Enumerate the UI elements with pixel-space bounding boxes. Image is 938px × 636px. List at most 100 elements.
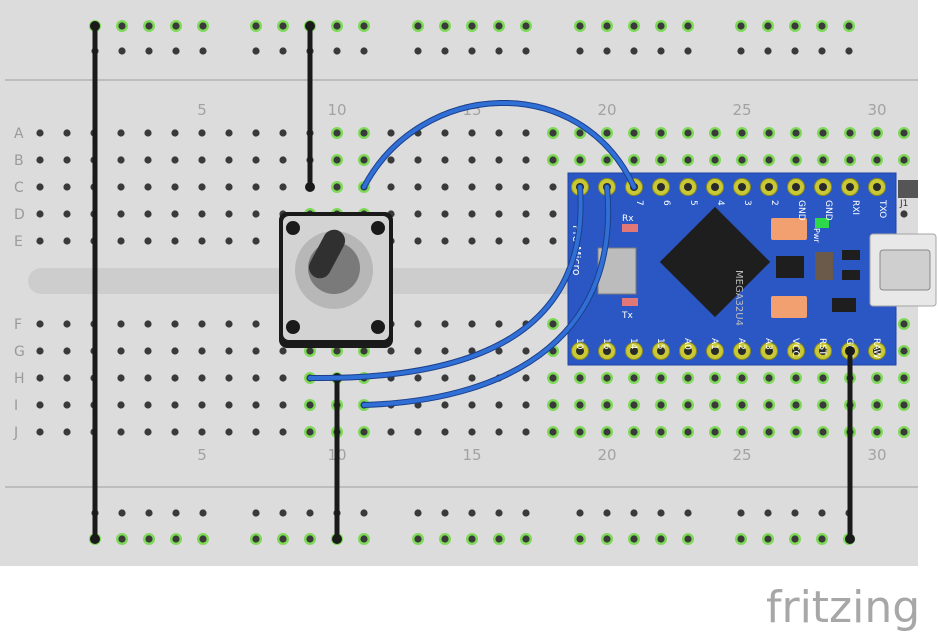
hole bbox=[845, 22, 853, 30]
hole bbox=[549, 320, 557, 328]
chip-label: MEGA32U4 bbox=[733, 270, 744, 326]
hole bbox=[144, 237, 152, 245]
hole bbox=[36, 129, 44, 137]
hole bbox=[792, 374, 800, 382]
hole bbox=[900, 428, 908, 436]
column-number: 15 bbox=[462, 446, 481, 464]
hole bbox=[495, 509, 503, 517]
hole bbox=[387, 129, 395, 137]
hole bbox=[360, 535, 368, 543]
hole bbox=[198, 347, 206, 355]
hole bbox=[360, 47, 368, 55]
pin-label-top: 4 bbox=[715, 200, 725, 206]
hole bbox=[441, 156, 449, 164]
column-number: 30 bbox=[867, 446, 886, 464]
hole bbox=[172, 535, 180, 543]
hole bbox=[118, 22, 126, 30]
row-letter: G bbox=[14, 344, 25, 360]
hole bbox=[414, 347, 422, 355]
signal-wire-2 bbox=[308, 185, 583, 381]
pin-hole bbox=[765, 183, 773, 191]
hole bbox=[198, 183, 206, 191]
hole bbox=[630, 156, 638, 164]
hole bbox=[145, 22, 153, 30]
pin-label-bottom: 15 bbox=[655, 338, 665, 349]
pin-hole bbox=[846, 183, 854, 191]
pin-label-bottom: RST bbox=[817, 338, 827, 356]
hole bbox=[144, 156, 152, 164]
pin-label-bottom: 14 bbox=[628, 338, 638, 350]
capacitor-1 bbox=[771, 218, 807, 240]
row-letter: D bbox=[14, 207, 25, 223]
pin-label-top: 5 bbox=[688, 200, 698, 206]
hole bbox=[225, 401, 233, 409]
hole bbox=[252, 347, 260, 355]
hole bbox=[657, 509, 665, 517]
hole bbox=[630, 129, 638, 137]
hole bbox=[36, 210, 44, 218]
hole bbox=[657, 401, 665, 409]
hole bbox=[495, 210, 503, 218]
component-b bbox=[842, 250, 860, 260]
hole bbox=[306, 509, 314, 517]
hole bbox=[846, 156, 854, 164]
hole bbox=[360, 428, 368, 436]
hole bbox=[198, 237, 206, 245]
hole bbox=[171, 156, 179, 164]
hole bbox=[684, 374, 692, 382]
hole bbox=[468, 47, 476, 55]
column-number: 20 bbox=[597, 446, 616, 464]
hole bbox=[198, 401, 206, 409]
hole bbox=[900, 320, 908, 328]
hole bbox=[576, 156, 584, 164]
hole bbox=[360, 156, 368, 164]
hole bbox=[764, 535, 772, 543]
hole bbox=[549, 374, 557, 382]
hole bbox=[252, 210, 260, 218]
hole bbox=[495, 156, 503, 164]
row-letter: A bbox=[14, 126, 24, 142]
hole bbox=[117, 156, 125, 164]
pin-hole bbox=[792, 347, 800, 355]
hole bbox=[144, 428, 152, 436]
ground-wire-pot-end bbox=[305, 21, 315, 31]
hole bbox=[522, 509, 530, 517]
hole bbox=[819, 401, 827, 409]
hole bbox=[576, 47, 584, 55]
hole bbox=[522, 156, 530, 164]
hole bbox=[414, 320, 422, 328]
hole bbox=[792, 156, 800, 164]
hole bbox=[171, 129, 179, 137]
hole bbox=[468, 129, 476, 137]
pin-hole bbox=[873, 183, 881, 191]
jumper-pads bbox=[898, 180, 918, 198]
hole bbox=[279, 347, 287, 355]
hole bbox=[387, 183, 395, 191]
hole bbox=[171, 347, 179, 355]
hole bbox=[279, 401, 287, 409]
jumper-label: J1 bbox=[899, 199, 908, 209]
hole bbox=[414, 22, 422, 30]
hole bbox=[765, 401, 773, 409]
pin-hole bbox=[684, 347, 692, 355]
hole bbox=[873, 428, 881, 436]
pin-hole bbox=[819, 347, 827, 355]
hole bbox=[117, 347, 125, 355]
hole bbox=[764, 22, 772, 30]
hole bbox=[441, 22, 449, 30]
pin-label-top: 2 bbox=[769, 200, 779, 206]
hole bbox=[279, 428, 287, 436]
hole bbox=[360, 22, 368, 30]
hole bbox=[522, 237, 530, 245]
hole bbox=[522, 401, 530, 409]
hole bbox=[306, 347, 314, 355]
hole bbox=[333, 129, 341, 137]
hole bbox=[657, 129, 665, 137]
hole bbox=[414, 210, 422, 218]
hole bbox=[63, 428, 71, 436]
pin-hole bbox=[711, 183, 719, 191]
hole bbox=[63, 237, 71, 245]
hole bbox=[252, 320, 260, 328]
pin-hole bbox=[684, 183, 692, 191]
